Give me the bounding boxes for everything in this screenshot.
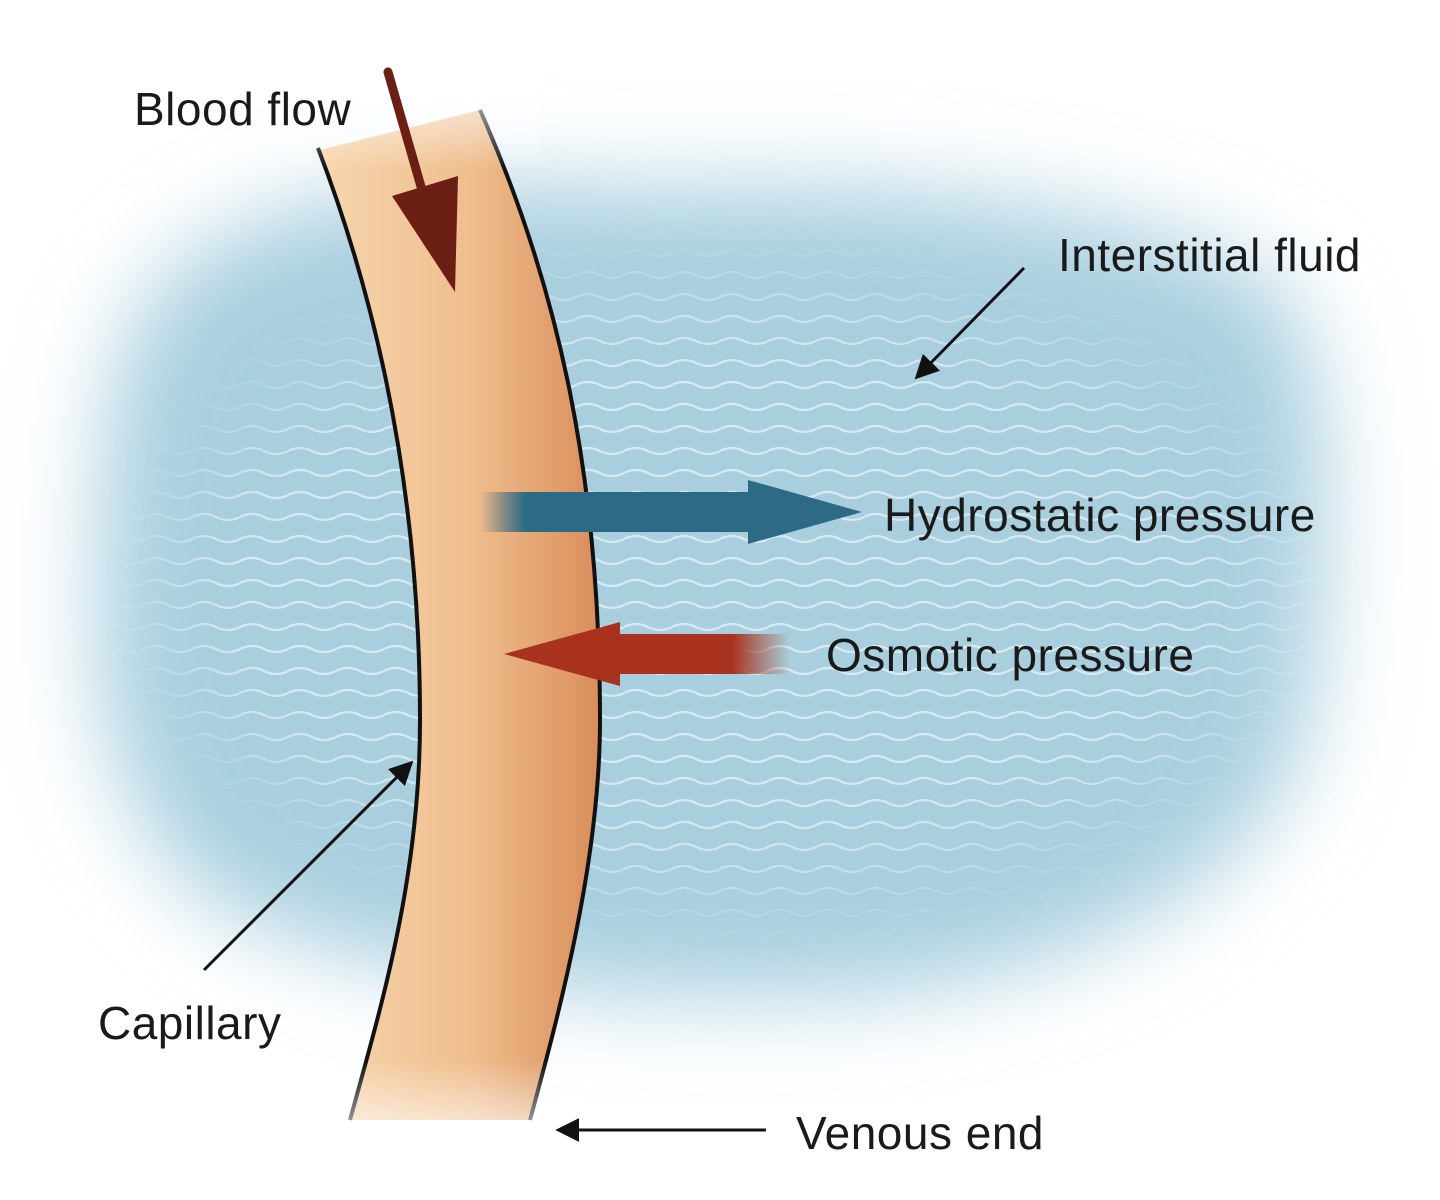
hydrostatic-pressure-arrow [480, 480, 862, 544]
blood-flow-label: Blood flow [134, 83, 352, 135]
interstitial-fluid-label: Interstitial fluid [1058, 229, 1362, 281]
capillary-leader-line [202, 760, 414, 972]
capillary-label: Capillary [98, 997, 282, 1049]
osmotic-pressure-label: Osmotic pressure [826, 629, 1195, 681]
capillary-left-wall [316, 147, 423, 1121]
interstitial-fluid-leader-line [914, 266, 1026, 380]
blood-flow-arrow [383, 67, 458, 292]
capillary-vessel [280, 60, 603, 1170]
venous-end-label: Venous end [796, 1107, 1045, 1159]
hydrostatic-pressure-label: Hydrostatic pressure [884, 489, 1316, 541]
osmotic-pressure-arrow [504, 622, 790, 686]
